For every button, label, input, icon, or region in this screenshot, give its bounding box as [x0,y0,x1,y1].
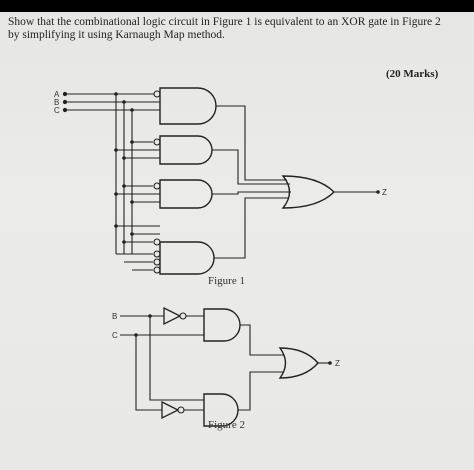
or-input-wires [212,105,291,259]
and-gate-3 [159,179,213,209]
not-bubble [153,266,161,274]
question-line-1: Show that the combinational logic circui… [8,16,441,28]
gate-input-wires [116,141,160,271]
not-bubble [179,312,187,320]
output-node-2 [328,361,332,365]
not-bubble [177,406,185,414]
junction-dots [114,92,134,244]
not-bubble [153,138,161,146]
input-label-c2: C [112,331,118,340]
not-bubble [153,238,161,246]
figure-1-caption: Figure 1 [208,275,245,287]
and-gate-2 [159,135,213,165]
junction-dot [134,333,138,337]
output-label-z: Z [382,188,387,197]
not-gate-b [163,306,182,326]
input-label-c: C [54,106,60,115]
document-page: Show that the combinational logic circui… [0,12,474,470]
input-label-b2: B [112,312,117,321]
question-line-2: by simplifying it using Karnaugh Map met… [8,29,225,41]
figure-2-circuit: B C Z [112,306,340,431]
not-gate-c [161,400,180,420]
input-buses [115,94,133,254]
circuit-diagrams: A B C [54,87,387,431]
c-branch-wire [135,335,162,411]
and-gate-upper [203,308,241,342]
or-gate-2 [278,347,319,379]
or-gate [281,175,335,209]
b-branch-wire [149,316,204,401]
and-gate-1 [159,87,217,125]
junction-dot [148,314,152,318]
and-gate-lower [203,393,239,427]
input-label-a: A [54,90,60,99]
input-rails [65,93,160,111]
figure-2-caption: Figure 2 [208,419,245,431]
output-label-z2: Z [335,359,340,368]
not-bubble [153,250,161,258]
figure-1-circuit: A B C [54,87,387,287]
or-input-wires-2 [238,324,284,411]
and-gate-4 [159,241,215,275]
not-bubble [153,182,161,190]
input-label-b: B [54,98,59,107]
question-text: Show that the combinational logic circui… [8,16,463,42]
not-bubble [153,90,161,98]
marks-label: (20 Marks) [386,68,439,80]
not-bubble [153,258,161,266]
output-node [376,190,380,194]
